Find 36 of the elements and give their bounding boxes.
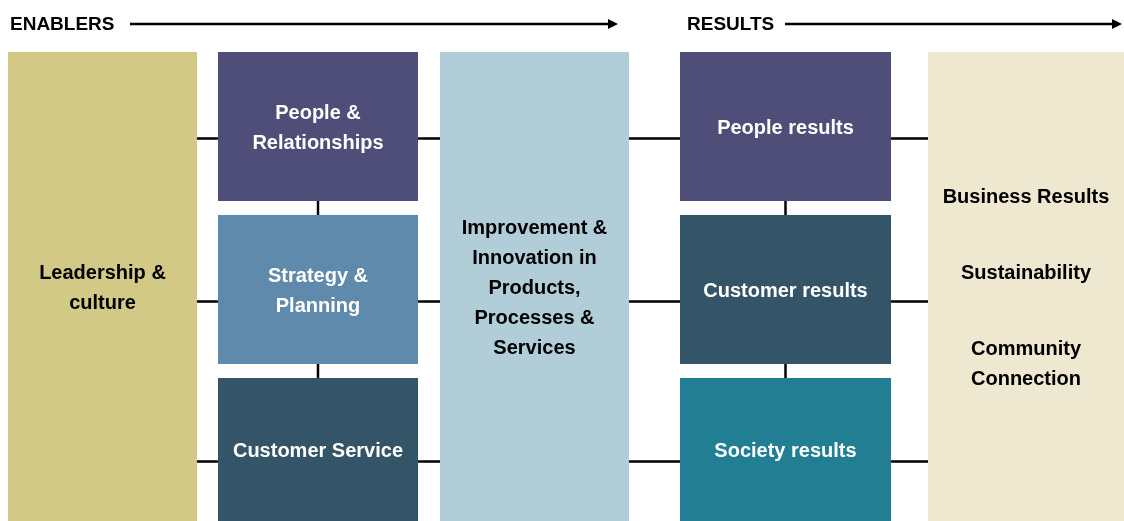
connector-line — [891, 460, 928, 463]
process-box — [218, 378, 418, 521]
box-text: Community Connection — [970, 335, 1082, 391]
connector-line — [629, 300, 680, 303]
connector-line — [197, 300, 218, 303]
box-text: Strategy & Planning — [267, 262, 369, 318]
box-text: Leadership & culture — [38, 259, 167, 315]
box-text: Customer results — [703, 277, 868, 303]
connector-line — [784, 364, 787, 378]
process-box — [218, 52, 418, 201]
connector-line — [197, 137, 218, 140]
connector-line — [891, 300, 928, 303]
connector-line — [197, 460, 218, 463]
box-text: Improvement & Innovation in Products, Processes & Services — [460, 214, 609, 360]
connector-line — [784, 201, 787, 215]
process-box — [680, 215, 891, 364]
section-heading: RESULTS — [687, 13, 775, 35]
process-box — [680, 378, 891, 521]
process-box — [680, 52, 891, 201]
box-text: Customer Service — [232, 437, 404, 463]
process-box — [8, 52, 197, 521]
process-box — [928, 52, 1124, 521]
connector-line — [629, 137, 680, 140]
process-box — [440, 52, 629, 521]
box-text: People & Relationships — [251, 99, 385, 155]
box-text: Sustainability — [961, 259, 1091, 285]
connector-line — [418, 137, 440, 140]
connector-line — [629, 460, 680, 463]
connector-line — [418, 460, 440, 463]
section-heading: ENABLERS — [10, 13, 115, 35]
connector-line — [418, 300, 440, 303]
box-text: Society results — [714, 437, 857, 463]
connector-line — [891, 137, 928, 140]
box-text: People results — [717, 114, 854, 140]
process-box — [218, 215, 418, 364]
box-text: Business Results — [942, 183, 1110, 209]
